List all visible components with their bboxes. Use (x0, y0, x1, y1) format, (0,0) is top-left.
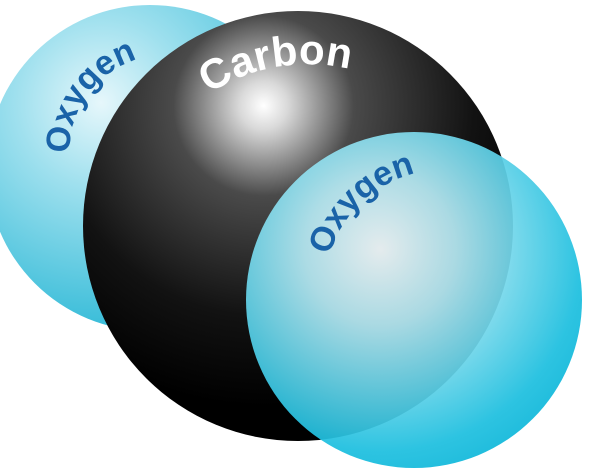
oxygen-atom-right: Oxygen (246, 132, 582, 468)
oxygen-right-sphere (246, 132, 582, 468)
